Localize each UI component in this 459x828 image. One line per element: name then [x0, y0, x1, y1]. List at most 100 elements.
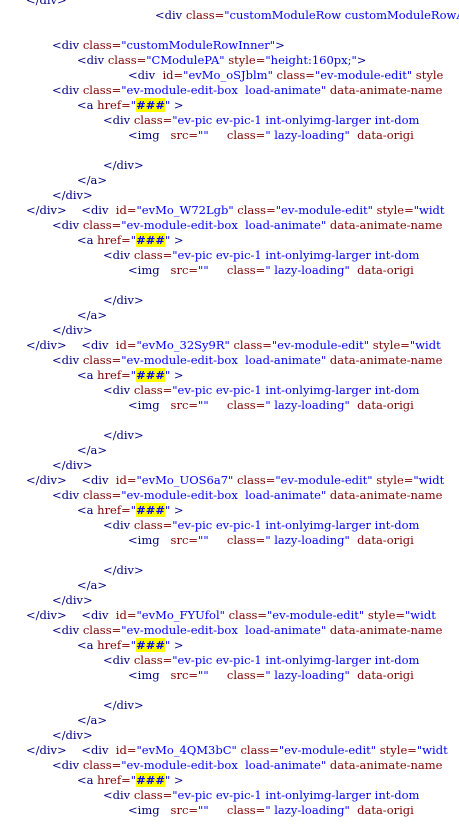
- code-token: href=: [97, 98, 131, 112]
- code-token: <div: [103, 653, 134, 667]
- code-token: ": [164, 503, 171, 517]
- code-token: class=: [276, 68, 315, 82]
- code-token: <div: [103, 113, 134, 127]
- code-token: ": [164, 773, 171, 787]
- code-token: class=: [133, 653, 173, 667]
- code-token: <div: [81, 473, 116, 487]
- code-token: style=: [376, 203, 414, 217]
- code-token: data-origi: [357, 533, 414, 547]
- code-token: <img: [128, 668, 171, 682]
- code-token: href=: [97, 233, 131, 247]
- code-token: </div>: [52, 458, 93, 472]
- code-line: <img src="" class=" lazy-loading" data-o…: [0, 533, 414, 548]
- code-line: </div>: [0, 563, 144, 578]
- code-token: data-animate-name: [329, 218, 443, 232]
- code-token: <a: [77, 773, 98, 787]
- code-token: "evMo_4QM3bC": [136, 743, 241, 757]
- code-token: " lazy-loading": [265, 263, 358, 277]
- code-token: "height:160px;": [265, 53, 357, 67]
- code-token: class=: [133, 248, 173, 262]
- code-token: style=: [228, 53, 266, 67]
- code-token: </a>: [77, 443, 108, 457]
- code-line: <div class="customModuleRowInner">: [0, 38, 285, 53]
- code-token: <div: [52, 758, 83, 772]
- code-token: </div>: [26, 608, 82, 622]
- code-token: </a>: [77, 713, 108, 727]
- code-token: ": [164, 638, 171, 652]
- code-token: src=: [170, 398, 199, 412]
- code-token: " lazy-loading": [265, 398, 358, 412]
- code-token: "evMo_32Sy9R": [136, 338, 234, 352]
- code-token: "ev-module-edit-box load-animate": [121, 758, 330, 772]
- code-token: >: [170, 638, 184, 652]
- code-line: <a href="###" >: [0, 773, 184, 788]
- code-token: ": [130, 638, 137, 652]
- code-token: "ev-module-edit-box load-animate": [121, 353, 330, 367]
- code-token: "CModulePA": [146, 53, 229, 67]
- code-token: "ev-module-edit-box load-animate": [121, 218, 330, 232]
- code-line: <div class="ev-module-edit-box load-anim…: [0, 83, 443, 98]
- code-line: </div>: [0, 0, 67, 8]
- code-token: <div: [52, 353, 83, 367]
- code-token: <div: [81, 743, 116, 757]
- code-token: <a: [77, 638, 98, 652]
- code-token: class=: [82, 218, 122, 232]
- code-token: </div>: [26, 338, 82, 352]
- code-token: <div: [155, 8, 186, 22]
- code-line: </div>: [0, 728, 93, 743]
- code-token: <a: [77, 503, 98, 517]
- code-token: <img: [128, 128, 171, 142]
- code-token: src=: [170, 668, 199, 682]
- code-line: <div class="ev-pic ev-pic-1 int-onlyimg-…: [0, 383, 423, 398]
- code-token: class=: [233, 338, 272, 352]
- code-token: >: [170, 503, 184, 517]
- code-token: >: [170, 233, 184, 247]
- code-token: data-animate-name: [329, 83, 443, 97]
- code-token: class=: [226, 533, 266, 547]
- code-token: "ev-module-edit-box load-animate": [121, 83, 330, 97]
- code-line: <div class="ev-module-edit-box load-anim…: [0, 623, 443, 638]
- code-token: "": [198, 533, 227, 547]
- code-line: <div class="ev-module-edit-box load-anim…: [0, 758, 443, 773]
- code-token: </div>: [26, 203, 82, 217]
- code-token: href=: [97, 638, 131, 652]
- code-token: class=: [133, 113, 173, 127]
- code-token: </a>: [77, 173, 108, 187]
- code-token: </div>: [52, 728, 93, 742]
- code-token: style: [415, 68, 444, 82]
- code-line: </div>: [0, 323, 93, 338]
- code-token: "ev-module-edit": [271, 338, 373, 352]
- code-token: <div: [52, 488, 83, 502]
- code-token: class=: [82, 83, 122, 97]
- code-token: "ev-module-edit": [267, 608, 368, 622]
- code-token: <div: [103, 248, 134, 262]
- code-token: " lazy-loading": [265, 128, 358, 142]
- code-token: style=: [367, 608, 406, 622]
- code-line: </div>: [0, 428, 144, 443]
- code-token: "ev-pic ev-pic-1 int-onlyimg-larger int-…: [172, 653, 424, 667]
- code-token: ": [130, 503, 137, 517]
- code-token: data-animate-name: [329, 353, 443, 367]
- code-token: </a>: [77, 308, 108, 322]
- code-token: <div: [52, 38, 83, 52]
- code-token: "evMo_FYUfol": [136, 608, 229, 622]
- code-token: >: [170, 98, 184, 112]
- code-token: <div: [103, 518, 134, 532]
- code-token: data-origi: [357, 803, 414, 817]
- code-line: </div>: [0, 698, 144, 713]
- code-token: data-origi: [357, 128, 414, 142]
- code-line: <a href="###" >: [0, 638, 184, 653]
- code-line: <div class="ev-pic ev-pic-1 int-onlyimg-…: [0, 518, 423, 533]
- code-line: </a>: [0, 578, 107, 593]
- code-token: </div>: [103, 698, 144, 712]
- code-token: "widt: [413, 203, 445, 217]
- code-token: class=: [82, 623, 122, 637]
- code-token: <div: [81, 338, 116, 352]
- code-token: ": [164, 233, 171, 247]
- code-token: class=: [236, 473, 276, 487]
- code-token: <a: [77, 233, 98, 247]
- code-token: class=: [82, 758, 122, 772]
- code-token: "ev-pic ev-pic-1 int-onlyimg-larger int-…: [172, 248, 424, 262]
- code-token: "": [198, 263, 227, 277]
